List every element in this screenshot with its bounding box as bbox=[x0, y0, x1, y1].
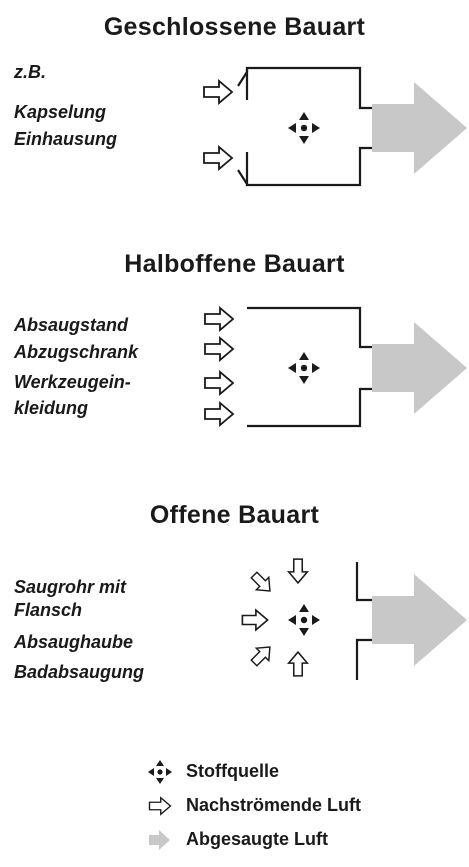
legend-source-icon bbox=[148, 760, 172, 784]
label-kapselung: Kapselung bbox=[14, 102, 107, 122]
legend-label-source: Stoffquelle bbox=[186, 761, 279, 781]
exhaust-arrow-icon bbox=[372, 82, 467, 174]
enclosure-semi-open bbox=[247, 306, 374, 428]
inflow-arrow-icon bbox=[203, 146, 233, 170]
inflow-arrow-icon bbox=[204, 371, 234, 395]
exhaust-arrow-icon bbox=[372, 322, 467, 414]
label-flansch: Flansch bbox=[14, 600, 83, 620]
label-zb: z.B. bbox=[14, 62, 47, 82]
inflow-arrow-icon bbox=[287, 651, 309, 677]
section-title-halboffen: Halboffene Bauart bbox=[124, 250, 345, 278]
inflow-arrow-icon bbox=[204, 337, 234, 361]
exhaust-arrow-icon bbox=[372, 574, 467, 666]
enclosure-closed bbox=[237, 66, 374, 187]
inflow-arrow-icon bbox=[204, 307, 234, 331]
section-title-offen: Offene Bauart bbox=[149, 501, 320, 529]
source-icon bbox=[288, 352, 320, 384]
label-badabsaugung: Badabsaugung bbox=[14, 662, 145, 682]
section-title-geschlossen: Geschlossene Bauart bbox=[103, 13, 366, 41]
label-abzugschrank: Abzugschrank bbox=[14, 342, 139, 362]
source-icon bbox=[288, 112, 320, 144]
label-saugrohr: Saugrohr mit bbox=[14, 577, 127, 597]
inflow-arrow-icon bbox=[241, 609, 269, 631]
source-icon bbox=[288, 604, 320, 636]
legend-exhaust-icon bbox=[149, 830, 170, 850]
label-werkzeugein: Werkzeugein- bbox=[14, 372, 131, 392]
inflow-arrow-icon bbox=[203, 80, 233, 104]
inflow-arrow-icon bbox=[204, 402, 234, 426]
flange-open bbox=[355, 562, 374, 680]
label-einhausung: Einhausung bbox=[14, 129, 117, 149]
legend-label-inflow: Nachströmende Luft bbox=[186, 795, 362, 815]
label-absaugstand: Absaugstand bbox=[14, 315, 129, 335]
label-absaughaube: Absaughaube bbox=[14, 632, 134, 652]
label-kleidung: kleidung bbox=[14, 398, 89, 418]
legend-inflow-icon bbox=[148, 797, 172, 815]
inflow-arrow-icon bbox=[247, 568, 277, 598]
inflow-arrow-icon bbox=[247, 640, 277, 670]
inflow-arrow-icon bbox=[287, 558, 309, 584]
legend-label-exhaust: Abgesaugte Luft bbox=[186, 829, 328, 849]
